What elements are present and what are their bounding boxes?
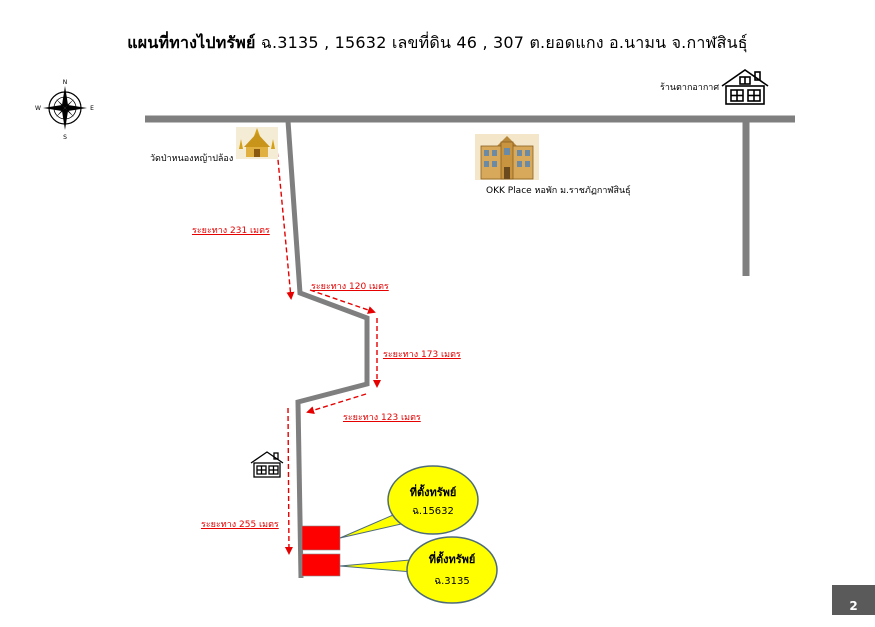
callout-top-title: ที่ตั้งทรัพย์ — [410, 484, 457, 499]
route-road — [285, 120, 370, 579]
house-icon — [721, 69, 769, 105]
temple-icon — [236, 127, 278, 159]
callout-top-deed: ฉ.15632 — [412, 506, 454, 517]
compass-e: E — [90, 105, 94, 112]
building-icon — [475, 134, 539, 180]
compass-icon: N S E W — [35, 79, 94, 141]
distance-173: ระยะทาง 173 เมตร — [383, 350, 461, 360]
map-title: แผนที่ทางไปทรัพย์ ฉ.3135 , 15632 เลขที่ด… — [0, 31, 875, 56]
callout-bottom-title: ที่ตั้งทรัพย์ — [429, 551, 476, 566]
compass-s: S — [63, 134, 67, 141]
route-arrows — [274, 127, 381, 555]
callout-15632: ที่ตั้งทรัพย์ ฉ.15632 — [339, 465, 479, 539]
callout-3135: ที่ตั้งทรัพย์ ฉ.3135 — [339, 536, 498, 604]
parcel-3135 — [301, 553, 341, 577]
distance-231: ระยะทาง 231 เมตร — [192, 226, 270, 236]
distance-123: ระยะทาง 123 เมตร — [343, 413, 421, 423]
page-number: 2 — [832, 585, 875, 615]
distance-120: ระยะทาง 120 เมตร — [311, 282, 389, 292]
house-icon-small — [250, 451, 284, 478]
compass-w: W — [35, 105, 41, 112]
label-temple: วัดป่าหนองหญ้าปล้อง — [150, 154, 234, 164]
map-title-rest: ฉ.3135 , 15632 เลขที่ดิน 46 , 307 ต.ยอดแ… — [255, 33, 748, 52]
label-dorm: OKK Place หอพัก ม.ราชภัฏกาฬสินธุ์ — [486, 186, 631, 196]
distance-255: ระยะทาง 255 เมตร — [201, 520, 279, 530]
compass-n: N — [63, 79, 68, 86]
label-shop: ร้านตากอากาศ — [660, 83, 720, 93]
callout-bottom-deed: ฉ.3135 — [434, 576, 469, 587]
parcel-15632 — [301, 525, 341, 551]
map-title-bold: แผนที่ทางไปทรัพย์ — [127, 33, 256, 52]
